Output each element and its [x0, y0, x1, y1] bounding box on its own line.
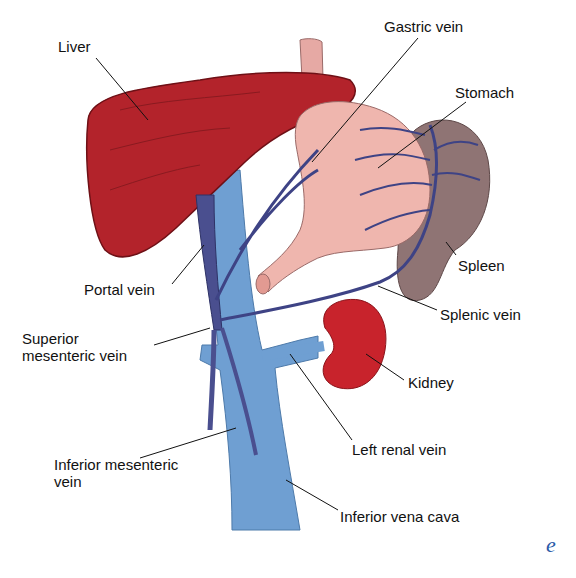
inferior-mesenteric-vein: [222, 328, 256, 455]
part-label: Inferior mesenteric vein: [54, 456, 199, 490]
portal-vein: [196, 195, 222, 330]
part-label: Superior mesenteric vein: [22, 330, 147, 364]
part-label: Liver: [58, 38, 91, 55]
superior-mesenteric-vein: [210, 330, 214, 430]
part-label: Portal vein: [84, 281, 155, 298]
gastric-vein: [216, 150, 318, 300]
part-label: Left renal vein: [352, 441, 446, 458]
watermark: e: [546, 536, 556, 553]
liver-texture: [110, 92, 260, 190]
kidney: [323, 299, 386, 388]
pylorus: [256, 274, 270, 294]
part-label: Kidney: [408, 374, 454, 391]
part-label: Stomach: [455, 84, 514, 101]
left-renal-vein: [262, 346, 324, 356]
leader-lines: [96, 38, 466, 510]
part-label: Splenic vein: [440, 306, 521, 323]
part-label: Gastric vein: [384, 18, 463, 35]
part-label: Inferior vena cava: [340, 508, 459, 525]
gastric-branches: [355, 128, 480, 230]
part-label: Spleen: [458, 257, 505, 274]
